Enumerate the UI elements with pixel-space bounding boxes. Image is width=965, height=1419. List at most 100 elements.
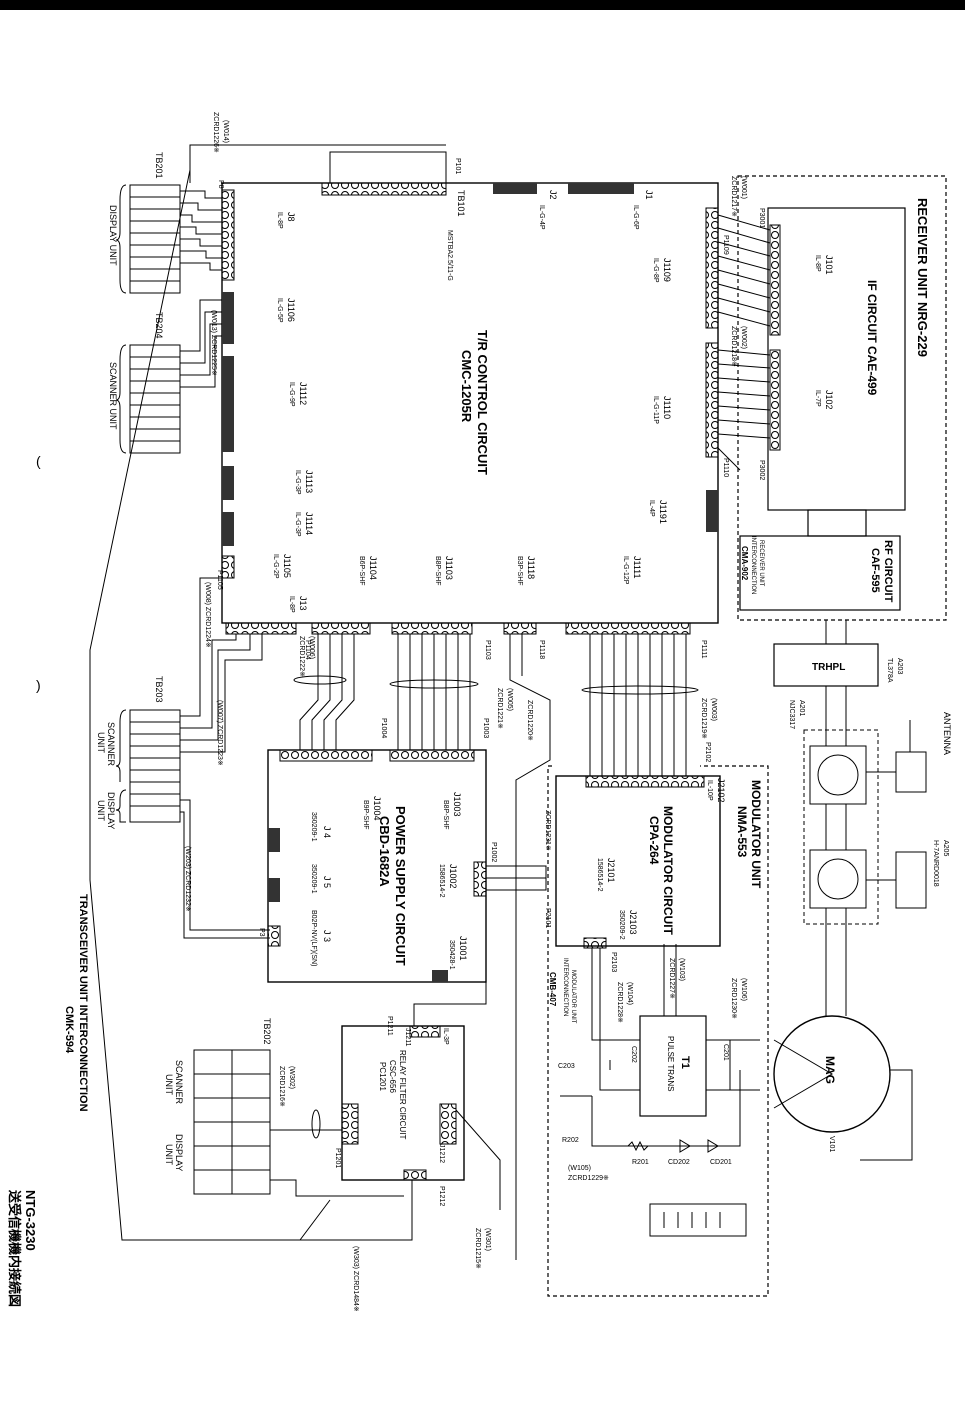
- j1211-wire: [413, 982, 487, 1026]
- j8-connector: [221, 189, 235, 281]
- j1002-connector: [473, 861, 487, 897]
- p1105-label: P1105: [216, 570, 223, 590]
- modulator-unit-code: NMA-553: [735, 806, 749, 858]
- tb202-label: TB202: [262, 1018, 272, 1045]
- j1112-label: J1112: [298, 382, 308, 405]
- relay-circuit-box: [341, 1025, 465, 1181]
- j1104-connector: [311, 622, 371, 635]
- p101-label: P101: [454, 158, 461, 174]
- control-power-wires: [299, 634, 471, 750]
- p1103-label: P1103: [484, 640, 491, 660]
- c202-label: C202: [630, 1046, 637, 1063]
- p2102-label: P2102: [704, 742, 711, 762]
- p1212-label: P1212: [438, 1186, 445, 1206]
- tb203-scanner-label: SCANNER: [106, 722, 116, 767]
- j1110-label: J1110: [662, 396, 672, 419]
- tb201-unit-label: DISPLAY UNIT: [108, 205, 118, 266]
- j1111-connector: [565, 622, 691, 635]
- tb202-dividers: [194, 1050, 270, 1194]
- relay-circuit-title: RELAY FILTER CIRCUIT: [398, 1050, 407, 1139]
- tb204-brace: [115, 344, 127, 454]
- r201-symbol: [627, 1140, 649, 1152]
- j1003-connector: [389, 749, 475, 762]
- zcrd1231-label: ZCRD1231※: [544, 810, 551, 851]
- j1004-label: J1004: [372, 796, 382, 821]
- tb203-block: [129, 709, 181, 823]
- tb203-display-label: DISPLAY: [106, 792, 116, 829]
- pfn-caps: [663, 1212, 721, 1228]
- j1211-connector: [409, 1025, 441, 1038]
- j2-type: IL-G-4P: [538, 205, 545, 230]
- w203-label: (W203) ZCRD1232※: [184, 846, 191, 912]
- j1191-type: IL-4P: [648, 500, 655, 517]
- j2-connector: [493, 183, 537, 194]
- j1004-connector: [279, 749, 373, 762]
- mag-label: MAG: [823, 1056, 837, 1084]
- relay-ground-wire: [455, 1109, 501, 1210]
- j1003-label: J1003: [452, 792, 462, 817]
- j1114-label: J1114: [304, 512, 314, 535]
- antenna-port: [895, 751, 927, 793]
- modulator-interconn-sub: INTERCONNECTION: [562, 958, 568, 1016]
- j1104-type: B6P-SHF: [358, 556, 365, 586]
- j1109-connector: [705, 207, 719, 329]
- w301-code: ZCRD1215※: [474, 1228, 481, 1269]
- w302-bundle: [311, 1109, 321, 1139]
- j1002-label: J1002: [448, 864, 458, 889]
- receiver-interconn-code: CMA-902: [740, 546, 749, 581]
- j1211-label: J1211: [404, 1028, 411, 1047]
- a203-label: A203: [896, 658, 903, 674]
- j1003-type: B8P-SHF: [442, 800, 449, 830]
- j1111-label: J1111: [632, 556, 642, 579]
- tb202-display-label: DISPLAY: [174, 1134, 184, 1171]
- w005-code: ZCRD1221※: [496, 688, 503, 729]
- tb101-label: TB101: [456, 190, 466, 217]
- w303-label: (W303) ZCRD1484※: [352, 1246, 359, 1312]
- control-circuit-code: CMC-1205R: [459, 350, 474, 423]
- t1-desc: PULSE TRANS: [666, 1036, 675, 1091]
- drawing-title-jp: 送受信機機内接続図: [7, 1189, 22, 1307]
- j1109-label: J1109: [662, 258, 672, 282]
- rf-circuit-title: RF CIRCUIT: [882, 540, 894, 603]
- j1112-type: IL-G-9P: [288, 382, 295, 407]
- w001-label: (W001): [740, 176, 747, 199]
- tb202-scanner-unit: UNIT: [164, 1074, 174, 1095]
- p1118-label: P1118: [538, 640, 545, 659]
- a205-circulator: [817, 858, 859, 900]
- w104-label: (W104): [626, 982, 633, 1005]
- a205-code: H-7ANRD0018: [932, 840, 939, 887]
- j3-type: B02P-NV(LF)(SN): [310, 910, 317, 966]
- interconnection-title: TRANSCEIVER UNIT INTERCONNECTION: [77, 894, 89, 1112]
- a205-circulator-box: [809, 849, 867, 909]
- tb204-block: [129, 344, 181, 454]
- j1-label: J1: [644, 190, 654, 200]
- j2103-label: J2103: [628, 910, 638, 935]
- tb203-dividers: [130, 721, 180, 807]
- mag-ground-wire: [860, 1069, 913, 1161]
- j2101-label: J2101: [606, 858, 616, 883]
- j1212-wire: [300, 1180, 413, 1241]
- j1104-label: J1104: [368, 556, 378, 580]
- j1001-label: J1001: [458, 936, 468, 961]
- w014-wire: [189, 144, 446, 183]
- j8-label: J8: [286, 212, 296, 222]
- j8-type: IL-8P: [276, 212, 283, 229]
- j2102-label: J2102: [716, 778, 726, 803]
- j2103-type: 350209-2: [618, 910, 625, 940]
- p1002-label: P1002: [490, 842, 497, 862]
- p8-label: P8: [217, 180, 224, 189]
- j101-type: IL-8P: [814, 255, 821, 272]
- j1111-type: IL-G-12P: [622, 556, 629, 585]
- j5-label: J 5: [322, 876, 332, 888]
- j1113-label: J1113: [304, 470, 314, 493]
- relay-circuit-code: CSC-656: [388, 1060, 397, 1093]
- tb202-display-unit: UNIT: [164, 1144, 174, 1165]
- w007-label: (W007) ZCRD1223※: [216, 700, 223, 766]
- w014-label: (W014): [222, 120, 229, 143]
- outer-harness: [89, 144, 331, 1241]
- w006-bundle: [293, 675, 347, 685]
- j4-label: J 4: [322, 826, 332, 838]
- j1105-type: IL-G-2P: [272, 554, 279, 579]
- a201-code: NJC3317: [788, 700, 795, 729]
